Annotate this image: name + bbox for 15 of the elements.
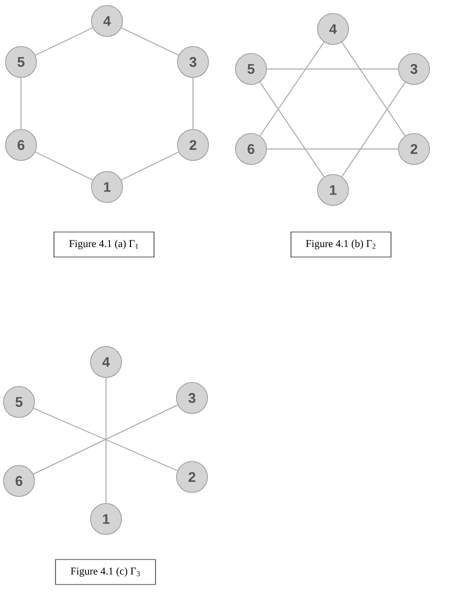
caption-box: Figure 4.1 (b) Γ$_{2}$ (290, 232, 392, 258)
edge-line (120, 151, 180, 181)
edge-line (341, 42, 406, 136)
edge-line (266, 148, 399, 150)
edge-line (34, 151, 94, 181)
caption-box: Figure 4.1 (c) Γ$_{3}$ (55, 559, 156, 585)
edge-line (259, 42, 325, 136)
edge-line (120, 27, 180, 56)
edge-line (341, 82, 406, 178)
edge-line (192, 77, 194, 130)
edge-line (266, 68, 399, 70)
edge-line (259, 82, 325, 178)
edge-line (34, 27, 94, 56)
caption-box: Figure 4.1 (a) Γ$_{1}$ (54, 232, 154, 258)
edge-line (20, 77, 22, 130)
